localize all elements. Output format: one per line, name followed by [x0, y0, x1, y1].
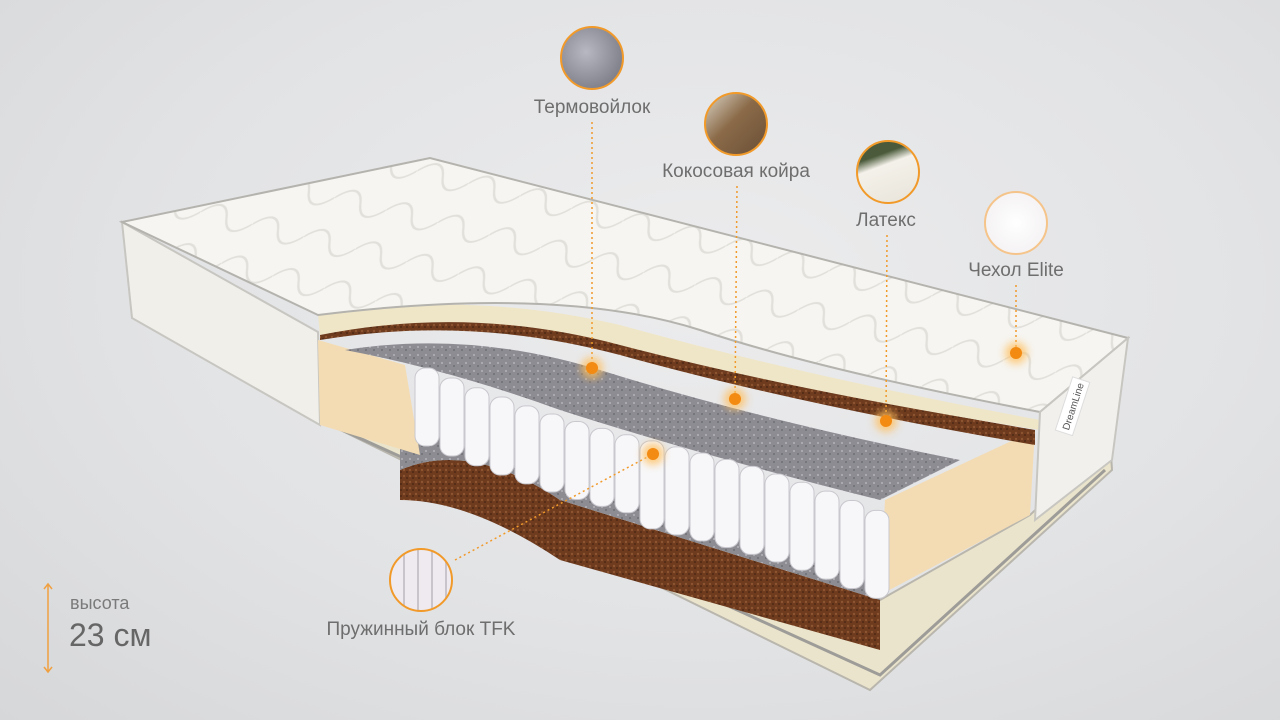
pocket-spring [789, 481, 815, 571]
callout-label-latex: Латекс [856, 210, 916, 231]
pocket-spring [639, 440, 665, 530]
pocket-spring [864, 509, 890, 599]
pocket-spring [689, 452, 715, 542]
pocket-spring [564, 420, 590, 500]
height-value: 23 см [69, 617, 152, 653]
hotspot-cover[interactable] [1010, 347, 1022, 359]
latex-layer [318, 304, 1040, 430]
pocket-spring [614, 434, 640, 514]
pocket-spring [589, 427, 615, 507]
hotspot-thermofelt[interactable] [586, 362, 598, 374]
pocket-spring-block [414, 367, 890, 599]
bottom-coir-layer [400, 460, 880, 650]
pocket-spring [464, 387, 490, 467]
callout-label-cover: Чехол Elite [968, 260, 1064, 281]
pocket-spring [489, 396, 515, 476]
pocket-spring [739, 465, 765, 555]
leader-lines [454, 122, 1017, 561]
pocket-spring [764, 473, 790, 563]
pocket-spring [539, 413, 565, 493]
callout-label-thermofelt: Термовойлок [533, 97, 651, 118]
right-foam-block [880, 430, 1035, 595]
pocket-spring [514, 405, 540, 485]
top-coir-layer [320, 317, 1035, 445]
latex-thumbnail [856, 140, 920, 204]
cover-fabric-thumbnail [984, 191, 1048, 255]
height-label: высота [70, 593, 130, 613]
felt-thumbnail [560, 26, 624, 90]
hotspot-springs[interactable] [647, 448, 659, 460]
pocket-spring [839, 500, 865, 590]
callout-label-coir: Кокосовая койра [662, 161, 810, 182]
hotspot-latex[interactable] [880, 415, 892, 427]
right-side-panel [1033, 335, 1130, 523]
pocket-spring [814, 490, 840, 580]
pocket-spring [439, 377, 465, 457]
hotspot-coir[interactable] [729, 393, 741, 405]
pocket-spring [714, 458, 740, 548]
height-arrow-icon [43, 582, 53, 674]
callout-label-springs: Пружинный блок TFK [326, 619, 516, 640]
quilted-top-surface [118, 156, 1131, 414]
top-felt-layer [345, 343, 960, 500]
pocket-spring [414, 367, 440, 447]
left-foam-block [318, 340, 420, 455]
spring-block-thumbnail [389, 548, 453, 612]
pocket-spring [664, 446, 690, 536]
coconut-coir-thumbnail [704, 92, 768, 156]
